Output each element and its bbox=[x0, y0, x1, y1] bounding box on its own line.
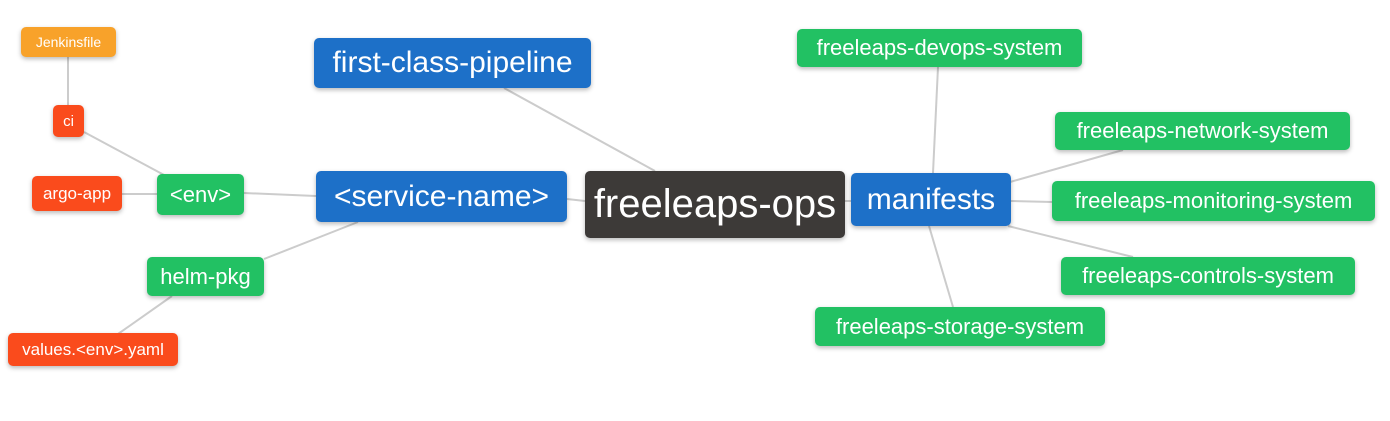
edge-manifests-monitoring bbox=[1010, 200, 1053, 203]
edge-pipeline-freeleaps-ops bbox=[503, 87, 656, 172]
node-freeleaps-devops-system[interactable]: freeleaps-devops-system bbox=[797, 29, 1082, 67]
node-freeleaps-network-system[interactable]: freeleaps-network-system bbox=[1055, 112, 1350, 150]
node-ci[interactable]: ci bbox=[53, 105, 84, 137]
edge-env-service-name bbox=[243, 192, 317, 197]
edge-manifests-storage bbox=[928, 225, 954, 308]
node-values-env-yaml[interactable]: values.<env>.yaml bbox=[8, 333, 178, 366]
edge-service-name-helm-pkg bbox=[263, 221, 359, 260]
node-freeleaps-ops[interactable]: freeleaps-ops bbox=[585, 171, 845, 238]
edge-manifests-controls bbox=[1007, 225, 1134, 258]
node-freeleaps-controls-system[interactable]: freeleaps-controls-system bbox=[1061, 257, 1355, 295]
edge-ci-env bbox=[83, 131, 167, 177]
node-jenkinsfile[interactable]: Jenkinsfile bbox=[21, 27, 116, 57]
edge-manifests-devops bbox=[932, 66, 939, 174]
node-helm-pkg[interactable]: helm-pkg bbox=[147, 257, 264, 296]
node-freeleaps-monitoring-system[interactable]: freeleaps-monitoring-system bbox=[1052, 181, 1375, 221]
node-first-class-pipeline[interactable]: first-class-pipeline bbox=[314, 38, 591, 88]
edge-helm-pkg-values bbox=[117, 295, 173, 335]
edge-manifests-network bbox=[1009, 149, 1124, 183]
node-manifests[interactable]: manifests bbox=[851, 173, 1011, 226]
node-freeleaps-storage-system[interactable]: freeleaps-storage-system bbox=[815, 307, 1105, 346]
edge-service-name-freeleaps-ops bbox=[566, 198, 586, 202]
node-service-name[interactable]: <service-name> bbox=[316, 171, 567, 222]
node-argo-app[interactable]: argo-app bbox=[32, 176, 122, 211]
node-env[interactable]: <env> bbox=[157, 174, 244, 215]
